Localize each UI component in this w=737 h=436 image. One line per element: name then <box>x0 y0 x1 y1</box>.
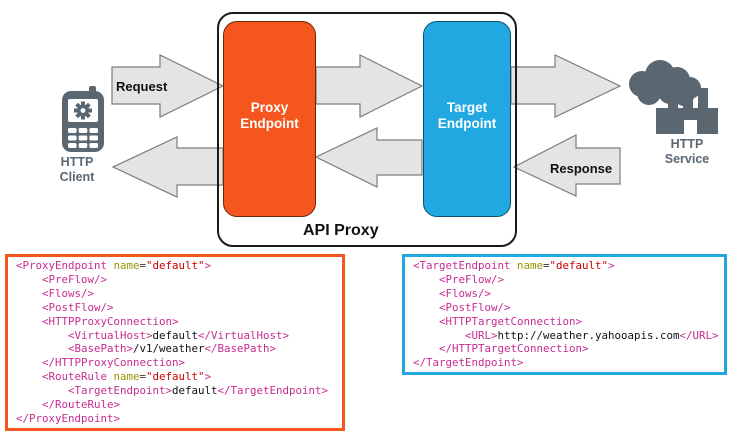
response-arrow-proxy-to-client <box>111 136 224 198</box>
http-service-label: HTTP Service <box>654 137 720 167</box>
gear-icon <box>74 101 92 120</box>
http-service-label-line2: Service <box>664 152 710 166</box>
api-proxy-label: API Proxy <box>303 222 379 239</box>
response-arrow-target-to-proxy <box>314 127 423 188</box>
api-proxy-container <box>217 12 517 247</box>
proxy-endpoint-code-block: <ProxyEndpoint name="default"> <PreFlow/… <box>5 254 345 431</box>
response-label: Response <box>550 161 613 176</box>
proxy-endpoint-label-line1: Proxy <box>250 100 289 115</box>
target-endpoint-box: Target Endpoint <box>423 21 511 217</box>
request-label: Request <box>116 79 168 94</box>
target-endpoint-label-line1: Target <box>446 100 488 115</box>
http-client-label-line1: HTTP <box>60 155 94 169</box>
response-arrow-service-to-target <box>512 134 621 197</box>
http-client-label-line2: Client <box>59 170 95 184</box>
request-arrow-client-to-proxy <box>111 54 225 118</box>
target-endpoint-label-line2: Endpoint <box>437 116 497 131</box>
http-client-label: HTTP Client <box>44 155 110 185</box>
http-service-factory-icon <box>629 60 718 134</box>
request-arrow-proxy-to-target <box>315 54 424 118</box>
proxy-endpoint-box: Proxy Endpoint <box>223 21 316 217</box>
proxy-endpoint-label-line2: Endpoint <box>240 116 299 131</box>
target-endpoint-code-block: <TargetEndpoint name="default"> <PreFlow… <box>402 254 727 376</box>
http-client-phone-icon <box>62 86 104 152</box>
request-arrow-target-to-service <box>510 54 622 118</box>
http-service-label-line1: HTTP <box>670 137 704 151</box>
